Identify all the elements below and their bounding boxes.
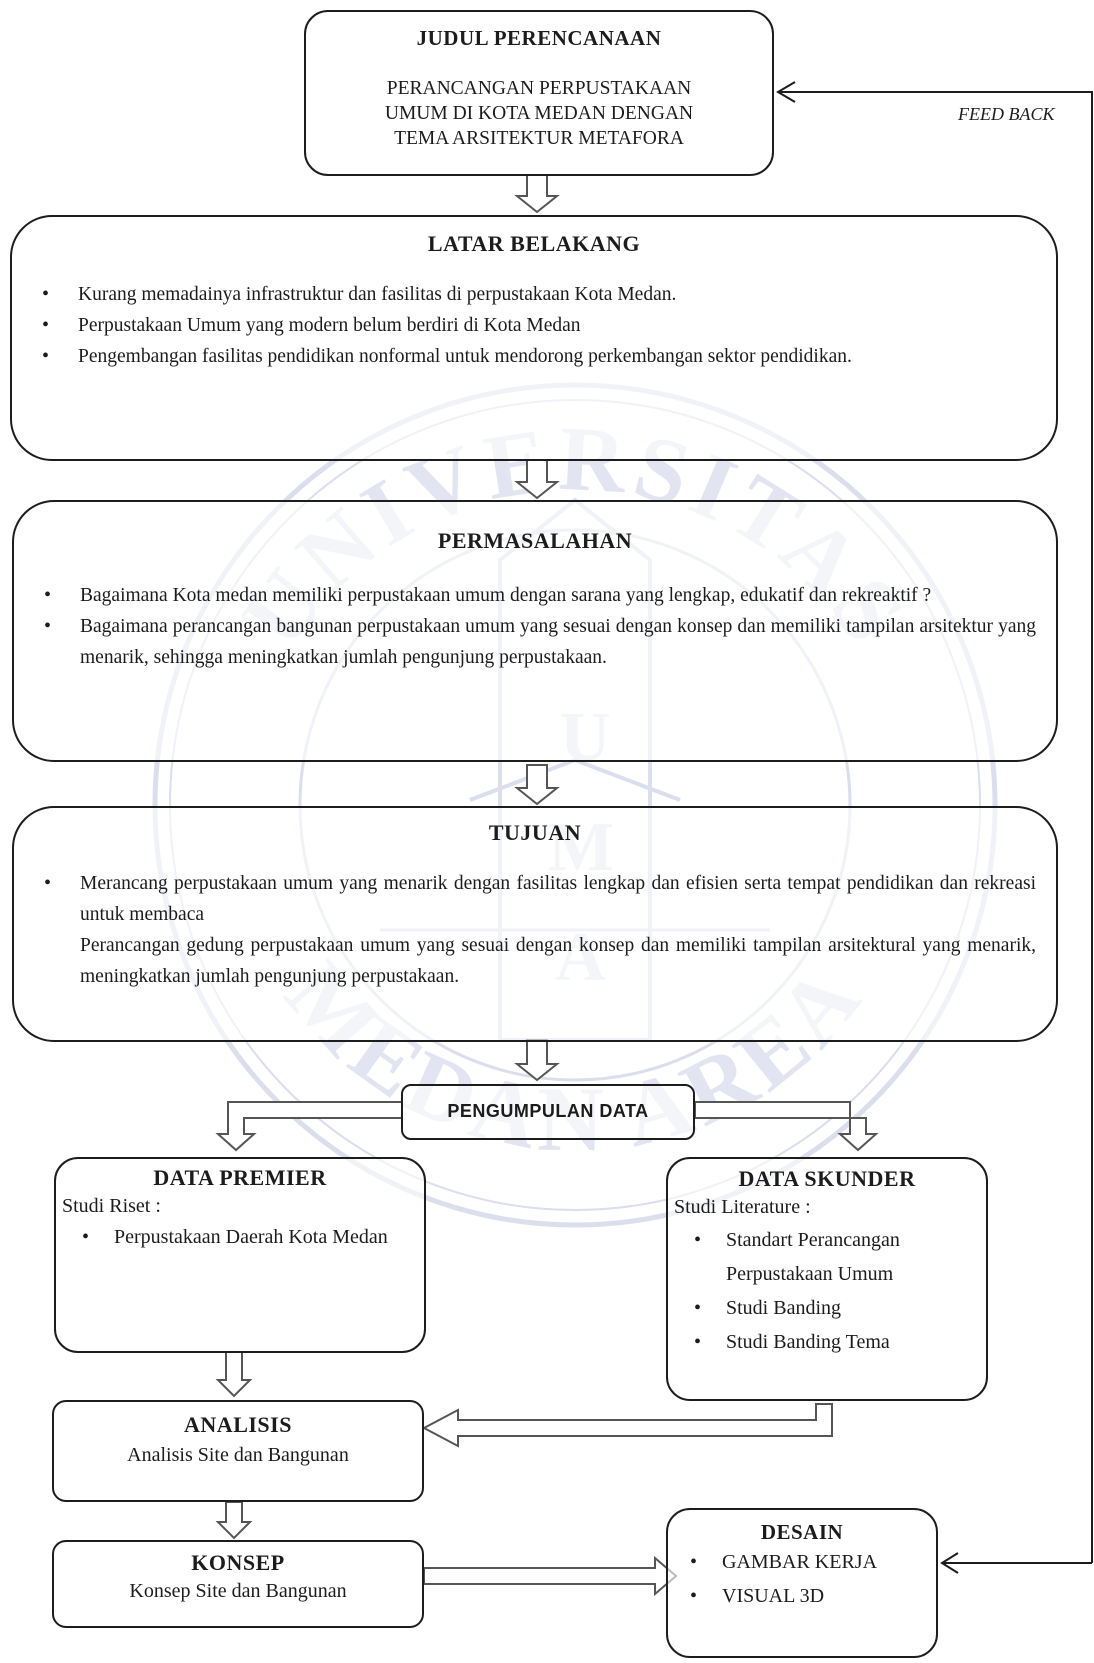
tujuan-list: Merancang perpustakaan umum yang menarik… xyxy=(22,868,1036,992)
list-item: GAMBAR KERJA xyxy=(670,1545,926,1579)
permasalahan-title: PERMASALAHAN xyxy=(437,528,633,553)
latar-list: Kurang memadainya infrastruktur dan fasi… xyxy=(20,279,1010,372)
latar-title: LATAR BELAKANG xyxy=(427,231,641,256)
judul-title: JUDUL PERENCANAAN xyxy=(416,26,662,50)
feedback-arrowhead-top xyxy=(776,81,796,103)
arrow-pengumpulan-skunder xyxy=(694,1101,879,1152)
premier-title: DATA PREMIER xyxy=(153,1165,327,1190)
konsep-box: KONSEP Konsep Site dan Bangunan xyxy=(52,1540,424,1628)
list-item: VISUAL 3D xyxy=(670,1579,926,1613)
list-item: Pengembangan fasilitas pendidikan nonfor… xyxy=(20,341,1010,372)
feedback-label: FEED BACK xyxy=(958,104,1055,124)
judul-text: PERANCANGAN PERPUSTAKAAN UMUM DI KOTA ME… xyxy=(306,76,772,151)
premier-subtitle: Studi Riset : xyxy=(62,1195,161,1217)
list-item: Bagaimana Kota medan memiliki perpustaka… xyxy=(22,580,1036,611)
arrow-premier-analisis xyxy=(215,1351,253,1398)
arrow-analisis-konsep xyxy=(215,1501,253,1540)
tujuan-title: TUJUAN xyxy=(488,820,582,845)
permasalahan-box: PERMASALAHAN Bagaimana Kota medan memili… xyxy=(12,500,1058,762)
judul-line: PERANCANGAN PERPUSTAKAAN xyxy=(386,78,692,99)
list-item: Studi Banding Tema xyxy=(674,1325,972,1359)
skunder-list: Standart Perancangan Perpustakaan Umum S… xyxy=(674,1223,972,1359)
arrow-tujuan-pengumpulan xyxy=(514,1039,560,1082)
judul-perencanaan-box: JUDUL PERENCANAAN PERANCANGAN PERPUSTAKA… xyxy=(304,10,774,176)
list-item: Perpustakaan Umum yang modern belum berd… xyxy=(20,310,1010,341)
list-item: Studi Banding xyxy=(674,1291,972,1325)
arrow-latar-permasalahan xyxy=(514,459,560,500)
pengumpulan-title: PENGUMPULAN DATA xyxy=(447,1101,649,1121)
analisis-title: ANALISIS xyxy=(184,1412,292,1437)
list-item: Kurang memadainya infrastruktur dan fasi… xyxy=(20,279,1010,310)
desain-box: DESAIN GAMBAR KERJA VISUAL 3D xyxy=(666,1508,938,1658)
feedback-arrowhead-bottom xyxy=(940,1552,959,1574)
list-item: Merancang perpustakaan umum yang menarik… xyxy=(22,868,1036,930)
arrow-judul-latar xyxy=(514,174,560,214)
arrow-konsep-desain xyxy=(423,1555,678,1597)
pengumpulan-data-box: PENGUMPULAN DATA xyxy=(401,1084,695,1140)
data-skunder-box: DATA SKUNDER Studi Literature : Standart… xyxy=(666,1157,988,1401)
judul-line: UMUM DI KOTA MEDAN DENGAN xyxy=(384,103,694,124)
desain-title: DESAIN xyxy=(760,1520,844,1544)
permasalahan-list: Bagaimana Kota medan memiliki perpustaka… xyxy=(22,580,1036,673)
judul-line: TEMA ARSITEKTUR METAFORA xyxy=(394,128,684,149)
list-item: Perancangan gedung perpustakaan umum yan… xyxy=(80,935,1036,987)
skunder-subtitle: Studi Literature : xyxy=(674,1196,811,1218)
skunder-title: DATA SKUNDER xyxy=(738,1166,916,1191)
arrow-pengumpulan-premier xyxy=(215,1101,403,1152)
konsep-title: KONSEP xyxy=(191,1550,285,1575)
arrow-skunder-analisis xyxy=(421,1403,833,1448)
konsep-text: Konsep Site dan Bangunan xyxy=(129,1580,347,1602)
list-item: Perpustakaan Daerah Kota Medan xyxy=(62,1220,410,1254)
tujuan-box: TUJUAN Merancang perpustakaan umum yang … xyxy=(12,806,1058,1042)
latar-belakang-box: LATAR BELAKANG Kurang memadainya infrast… xyxy=(10,215,1058,461)
premier-list: Perpustakaan Daerah Kota Medan xyxy=(62,1220,410,1254)
analisis-text: Analisis Site dan Bangunan xyxy=(127,1444,349,1466)
list-item: Standart Perancangan Perpustakaan Umum xyxy=(674,1223,972,1291)
data-premier-box: DATA PREMIER Studi Riset : Perpustakaan … xyxy=(54,1157,426,1353)
desain-list: GAMBAR KERJA VISUAL 3D xyxy=(670,1545,926,1613)
arrow-permasalahan-tujuan xyxy=(514,764,560,806)
analisis-box: ANALISIS Analisis Site dan Bangunan xyxy=(52,1400,424,1502)
list-item: Bagaimana perancangan bangunan perpustak… xyxy=(22,611,1036,673)
